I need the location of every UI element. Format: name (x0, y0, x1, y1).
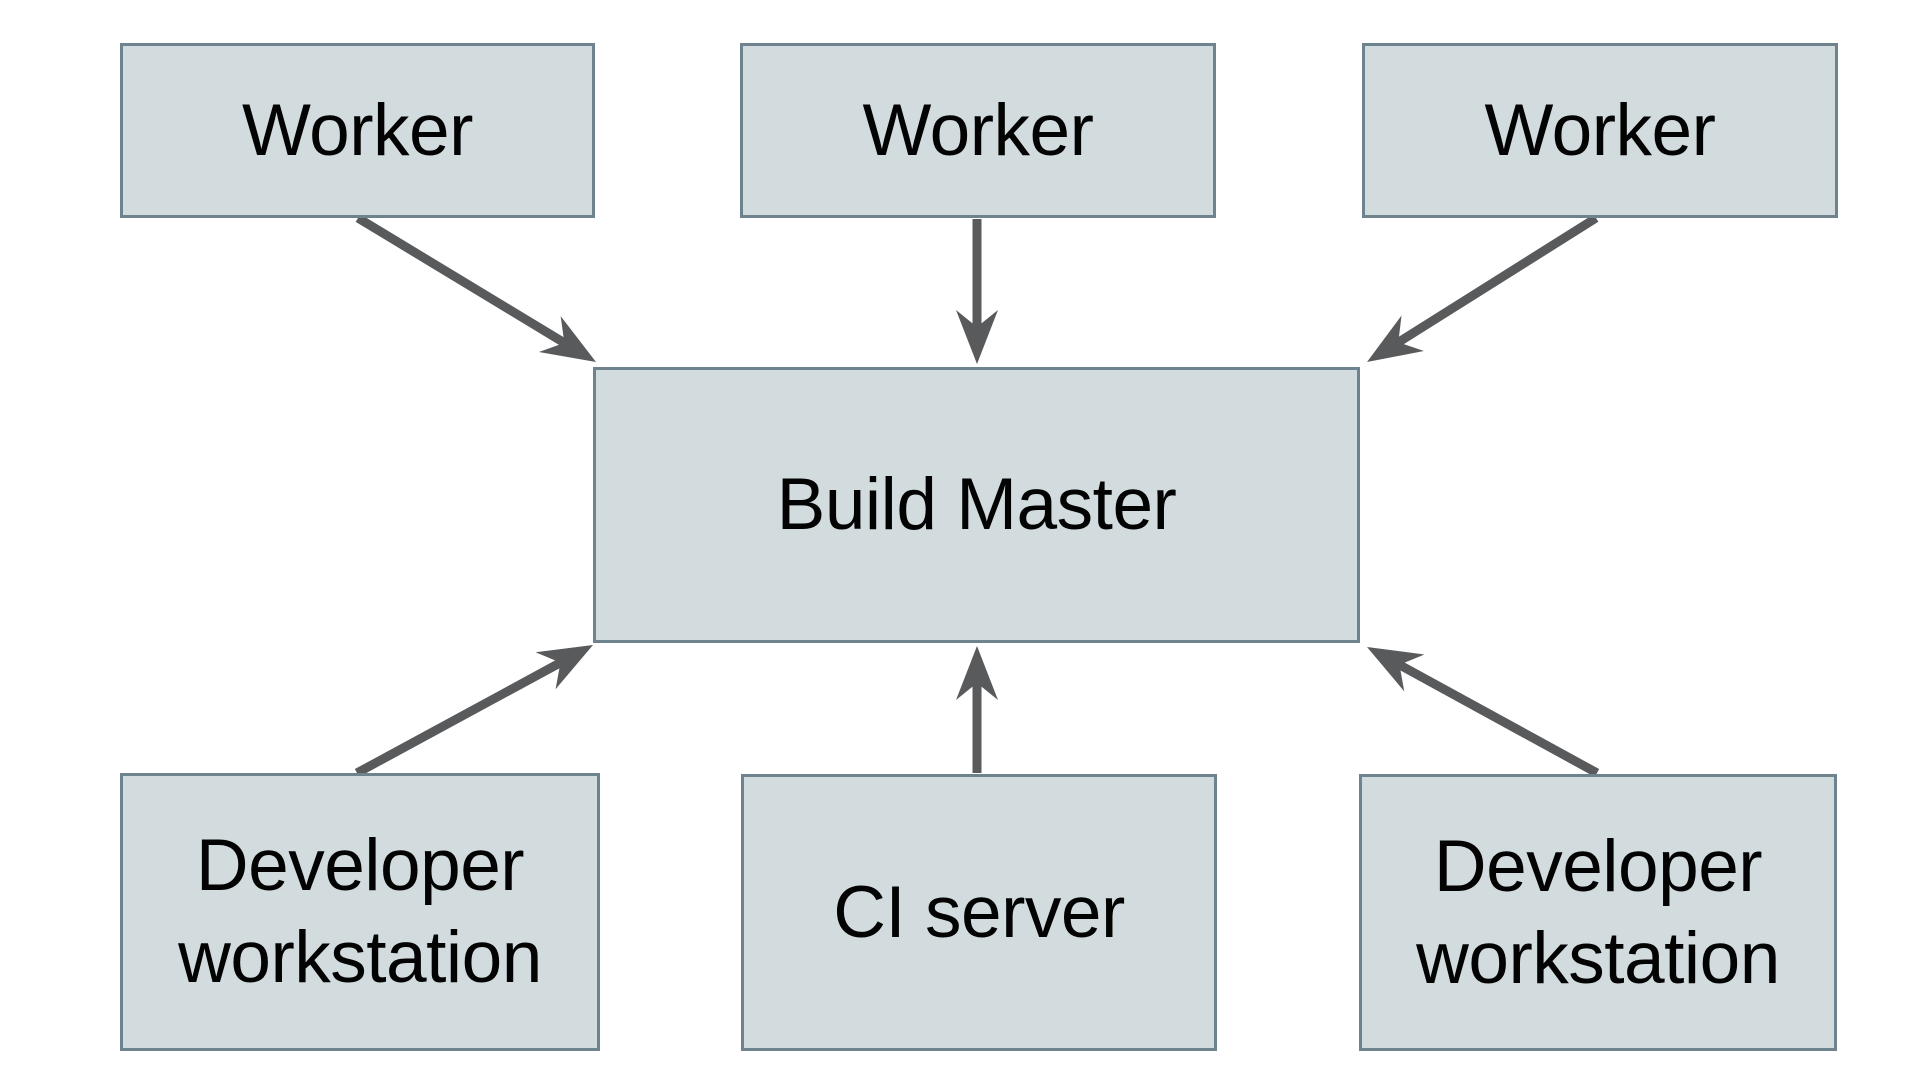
arrow-shaft (1395, 214, 1599, 347)
node-worker-2: Worker (740, 43, 1216, 218)
arrow-head (1367, 647, 1425, 692)
arrow-head (535, 645, 593, 690)
node-label: Developer (1433, 825, 1763, 907)
arrow-shaft (1397, 660, 1600, 777)
node-worker-3: Worker (1362, 43, 1838, 218)
arrow-head (956, 646, 998, 700)
node-label: Worker (242, 89, 473, 171)
node-worker-1: Worker (120, 43, 595, 218)
arrow-dev-workstation-1-to-build-master (354, 645, 593, 777)
arrow-head (1367, 315, 1424, 362)
arrow-shaft (354, 658, 563, 777)
arrow-worker-2-to-build-master (956, 219, 998, 364)
node-label: workstation (178, 917, 542, 998)
node-label: Build Master (776, 464, 1177, 545)
node-label: Worker (1484, 89, 1716, 171)
node-build-master: Build Master (593, 367, 1360, 643)
arrow-ci-server-to-build-master (956, 646, 998, 773)
node-label: workstation (1416, 917, 1780, 999)
arrow-shaft (355, 214, 567, 347)
node-dev-workstation-2: Developer workstation (1359, 774, 1837, 1051)
node-ci-server: CI server (741, 774, 1217, 1051)
arrow-worker-3-to-build-master (1367, 214, 1599, 362)
arrow-head (956, 310, 998, 364)
node-label: Worker (862, 89, 1094, 171)
arrow-worker-1-to-build-master (355, 214, 596, 362)
node-dev-workstation-1: Developer workstation (120, 773, 600, 1051)
node-label: Developer (195, 825, 525, 906)
arrow-head (538, 316, 596, 362)
node-label: CI server (833, 871, 1125, 953)
arrow-dev-workstation-2-to-build-master (1367, 647, 1600, 777)
